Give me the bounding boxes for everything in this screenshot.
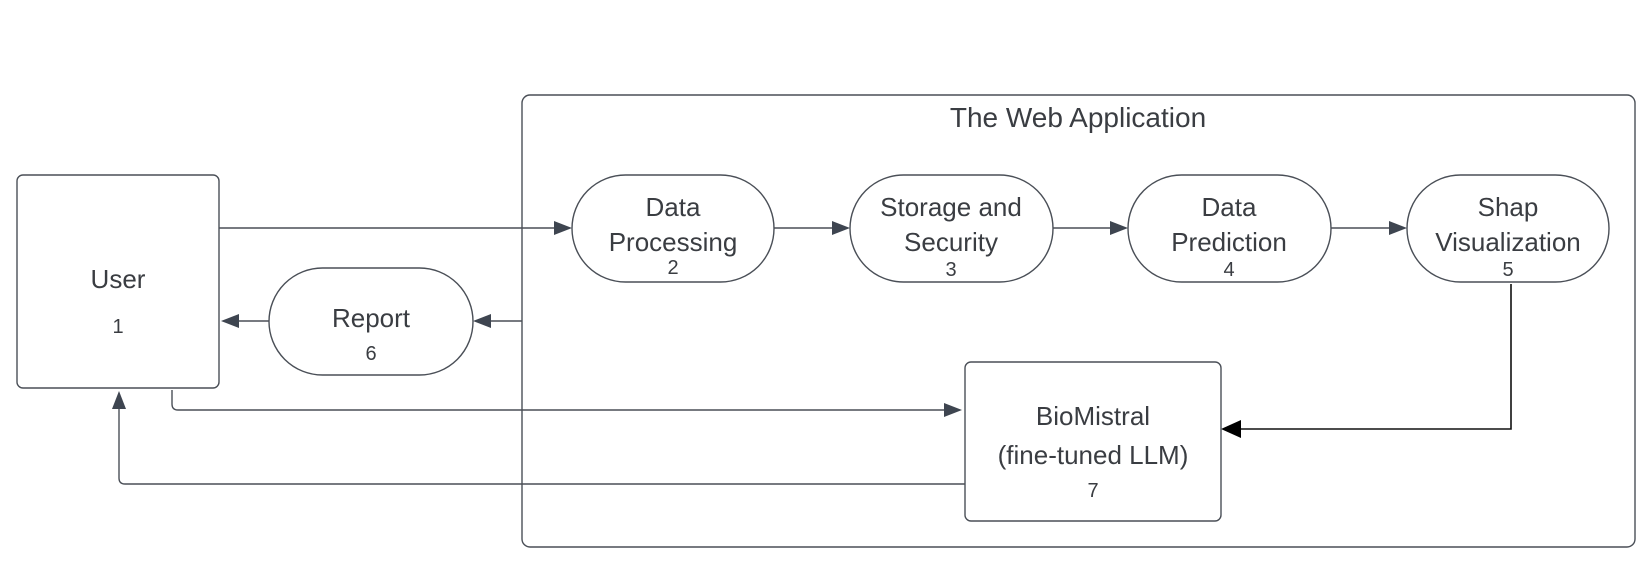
node-label: User — [91, 264, 146, 294]
node-number: 3 — [945, 259, 956, 281]
node-label-line1: Data — [1202, 192, 1257, 222]
node-label-line1: Data — [646, 192, 701, 222]
node-label-line2: Security — [904, 227, 998, 257]
node-label-line2: (fine-tuned LLM) — [998, 440, 1189, 470]
node-label-line2: Visualization — [1435, 227, 1581, 257]
node-label-line1: Storage and — [880, 192, 1022, 222]
arrow-biomistral-to-user — [118, 404, 965, 485]
node-storage-security: Storage and Security 3 — [849, 174, 1054, 283]
node-number: 7 — [1087, 480, 1098, 502]
node-number: 6 — [365, 343, 376, 365]
node-label-line1: Shap — [1478, 192, 1539, 222]
node-number: 4 — [1223, 259, 1234, 281]
web-application-container: The Web Application — [521, 94, 1636, 548]
arrowhead — [1110, 221, 1128, 235]
container-title: The Web Application — [950, 102, 1206, 133]
arrow-shap-to-biomistral — [1237, 284, 1512, 430]
node-user: User 1 — [16, 174, 220, 389]
arrowhead — [221, 314, 239, 328]
arrow-user-to-biomistral — [171, 390, 950, 411]
node-label-line2: Prediction — [1171, 227, 1287, 257]
node-number: 5 — [1502, 259, 1513, 281]
arrowhead — [1389, 221, 1407, 235]
node-data-prediction: Data Prediction 4 — [1127, 174, 1332, 283]
connectors — [112, 221, 1512, 485]
node-report: Report 6 — [268, 267, 474, 376]
node-number: 2 — [667, 257, 678, 279]
arrowhead — [112, 391, 126, 409]
arrowhead — [473, 314, 491, 328]
arrowhead — [944, 403, 962, 417]
node-biomistral: BioMistral (fine-tuned LLM) 7 — [964, 361, 1222, 522]
node-label: Report — [332, 303, 411, 333]
node-label-line1: BioMistral — [1036, 401, 1150, 431]
arrowhead — [1221, 420, 1241, 438]
arrowhead — [832, 221, 850, 235]
node-number: 1 — [112, 316, 123, 338]
node-label-line2: Processing — [609, 227, 738, 257]
node-shap-visualization: Shap Visualization 5 — [1406, 174, 1610, 283]
arrowhead — [554, 221, 572, 235]
node-data-processing: Data Processing 2 — [571, 174, 775, 283]
